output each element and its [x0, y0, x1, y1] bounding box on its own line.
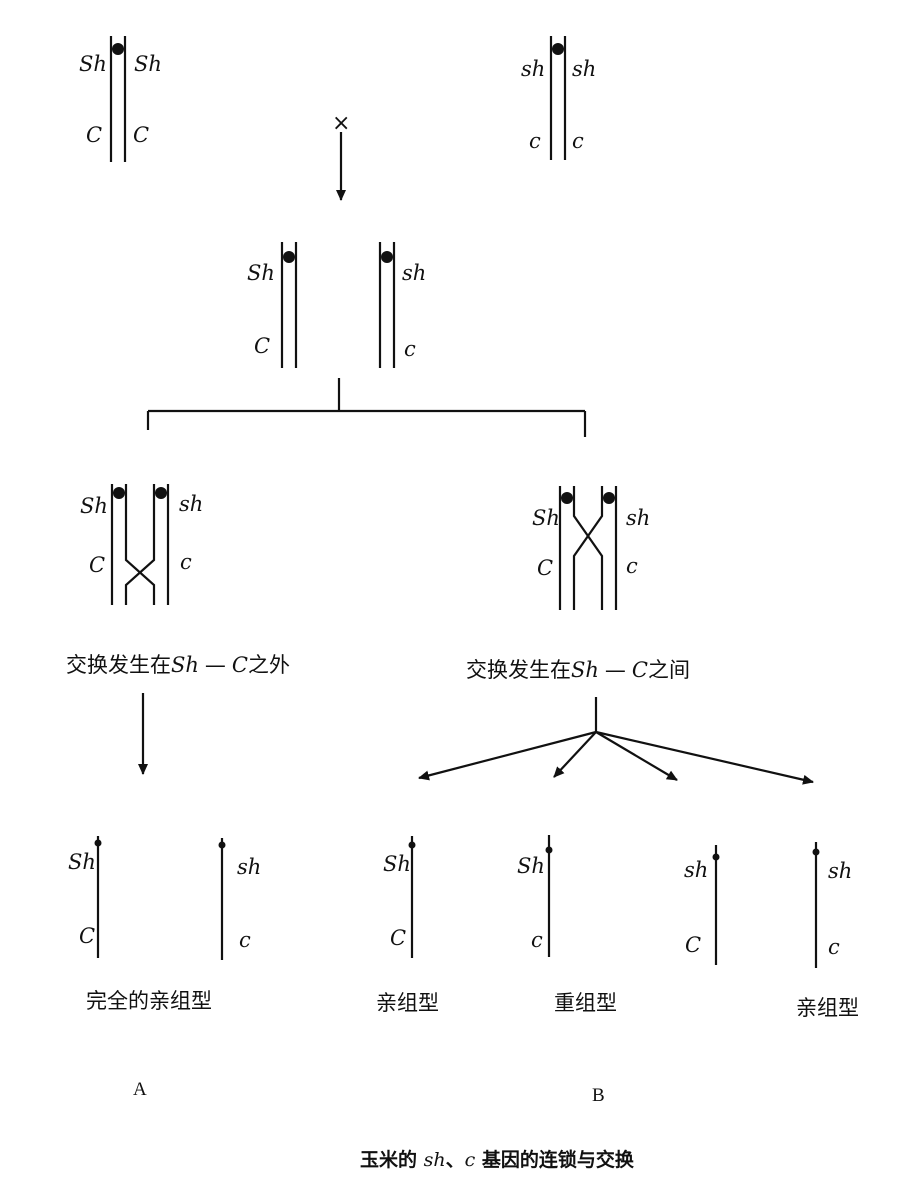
allele-label: Sh: [134, 52, 162, 76]
allele-label: Sh: [68, 850, 96, 874]
crossover-outside-label: 交换发生在Sh—C之外: [66, 653, 290, 677]
allele-label: c: [529, 129, 541, 153]
centromere: [545, 846, 553, 854]
centromere: [408, 841, 416, 849]
allele-label: Sh: [247, 261, 275, 285]
centromere: [712, 853, 720, 861]
centromere: [381, 251, 393, 263]
type-label-complete-parental: 完全的亲组型: [86, 989, 212, 1013]
panel-label-b: B: [592, 1085, 605, 1106]
allele-label: c: [572, 129, 584, 153]
allele-label: Sh: [79, 52, 107, 76]
allele-label: C: [86, 123, 103, 147]
allele-label: c: [239, 928, 251, 952]
allele-label: Sh: [80, 494, 108, 518]
allele-label: sh: [179, 492, 204, 516]
allele-label: Sh: [517, 854, 545, 878]
centromere: [283, 251, 295, 263]
allele-label: C: [685, 933, 702, 957]
cross-symbol: ×: [332, 111, 351, 136]
centromere: [552, 43, 564, 55]
crossing-chromatid: [124, 484, 156, 605]
allele-label: sh: [626, 506, 651, 530]
allele-label: c: [180, 550, 192, 574]
centromere: [603, 492, 615, 504]
centromere: [94, 839, 102, 847]
centromere: [812, 848, 820, 856]
type-label-parental: 亲组型: [796, 996, 859, 1020]
type-label-recombinant: 重组型: [554, 991, 617, 1015]
allele-label: C: [133, 123, 150, 147]
type-label-parental: 亲组型: [376, 991, 439, 1015]
allele-label: C: [537, 556, 554, 580]
panel-label-a: A: [133, 1079, 147, 1100]
crossing-chromatid: [572, 486, 604, 610]
centromere: [112, 43, 124, 55]
allele-label: c: [404, 337, 416, 361]
allele-label: Sh: [383, 852, 411, 876]
allele-label: C: [390, 926, 407, 950]
allele-label: C: [89, 553, 106, 577]
allele-label: sh: [828, 859, 853, 883]
allele-label: c: [626, 554, 638, 578]
allele-label: sh: [237, 855, 262, 879]
allele-label: sh: [521, 57, 546, 81]
fan-arrow: [595, 730, 814, 785]
fan-arrow: [595, 731, 678, 781]
centromere: [113, 487, 125, 499]
centromere: [155, 487, 167, 499]
figure-caption: 玉米的 sh、c 基因的连锁与交换: [360, 1149, 634, 1171]
centromere: [218, 841, 226, 849]
allele-label: sh: [572, 57, 597, 81]
allele-label: sh: [402, 261, 427, 285]
allele-label: C: [79, 924, 96, 948]
allele-label: Sh: [532, 506, 560, 530]
crossing-chromatid: [124, 484, 156, 605]
fan-arrow: [553, 731, 597, 778]
allele-label: C: [254, 334, 271, 358]
crossing-chromatid: [572, 486, 604, 610]
allele-label: c: [531, 928, 543, 952]
centromere: [561, 492, 573, 504]
allele-label: sh: [684, 858, 709, 882]
fan-arrow: [418, 730, 597, 781]
crossover-between-label: 交换发生在Sh—C之间: [466, 658, 690, 682]
allele-label: c: [828, 935, 840, 959]
